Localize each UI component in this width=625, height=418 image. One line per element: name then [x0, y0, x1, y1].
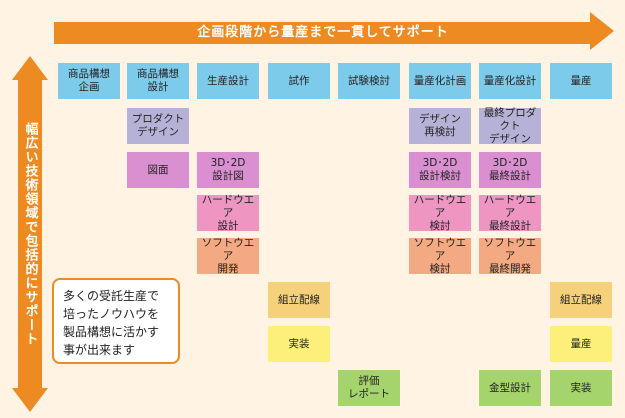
header-production-design: 生産設計	[197, 63, 259, 99]
box-drawing: 図面	[127, 152, 189, 188]
box-hardware-final-design: ハードウエア 最終設計	[479, 194, 541, 232]
box-evaluation-report: 評価 レポート	[338, 370, 400, 406]
box-prototype-assembly: 組立配線	[268, 282, 330, 318]
side-arrow-label: 幅広い技術領域で包括的にサポート	[22, 122, 38, 346]
right-arrow-head-icon	[590, 12, 614, 50]
box-3d2d-drawings: 3D･2D 設計図	[197, 152, 259, 188]
box-software-development: ソフトウエア 開発	[197, 237, 259, 275]
box-prototype-mounting: 実装	[268, 326, 330, 362]
box-3d2d-design-review: 3D･2D 設計検討	[409, 152, 471, 188]
box-hardware-design: ハードウエア 設計	[197, 194, 259, 232]
side-arrow-shaft	[18, 78, 42, 390]
down-arrow-head-icon	[12, 388, 48, 412]
box-software-review: ソフトウエア 検討	[409, 237, 471, 275]
box-hardware-review: ハードウエア 検討	[409, 194, 471, 232]
header-concept-design: 商品構想 設計	[127, 63, 189, 99]
know-how-callout: 多くの受託生産で 培ったノウハウを 製品構想に活かす 事が出来ます	[52, 278, 180, 364]
header-mass-production-planning: 量産化計画	[409, 63, 471, 99]
box-production-assembly: 組立配線	[550, 282, 612, 318]
top-arrow-shaft	[54, 22, 592, 44]
side-arrow: 幅広い技術領域で包括的にサポート	[6, 56, 54, 412]
box-design-review: デザイン 再検討	[409, 108, 471, 144]
box-production-run: 量産	[550, 326, 612, 362]
header-mass-production: 量産	[550, 63, 612, 99]
header-prototype: 試作	[268, 63, 330, 99]
box-3d2d-final-design: 3D･2D 最終設計	[479, 152, 541, 188]
box-final-product-design: 最終プロダクト デザイン	[479, 107, 541, 145]
top-arrow-label: 企画段階から量産まで一貫してサポート	[197, 25, 449, 40]
box-software-final-development: ソフトウエア 最終開発	[479, 237, 541, 275]
box-mold-design: 金型設計	[479, 370, 541, 406]
box-production-mounting: 実装	[550, 370, 612, 406]
up-arrow-head-icon	[12, 56, 48, 80]
top-arrow: 企画段階から量産まで一貫してサポート	[54, 12, 614, 50]
box-product-design: プロダクト デザイン	[127, 108, 189, 144]
header-concept-planning: 商品構想 企画	[58, 63, 120, 99]
header-test-review: 試験検討	[338, 63, 400, 99]
header-mass-production-design: 量産化設計	[479, 63, 541, 99]
